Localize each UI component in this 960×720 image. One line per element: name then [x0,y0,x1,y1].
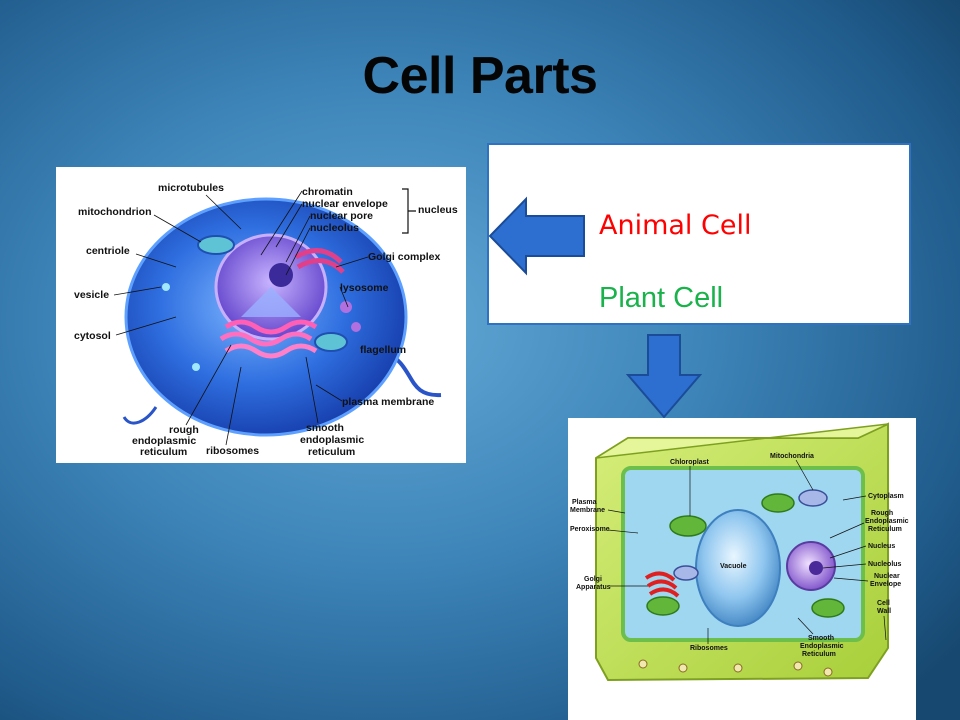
label-cellwall-2: Wall [877,608,891,615]
label-smooth-3: reticulum [308,446,355,458]
animal-cell-label[interactable]: Animal Cell [599,210,752,241]
slide-title: Cell Parts [362,47,598,105]
animal-cell-illustration: microtubules mitochondrion centriole ves… [74,182,458,458]
label-nuclear-envelope: nuclear envelope [302,198,388,210]
label-microtubules: microtubules [158,182,224,194]
label-rough-2: endoplasmic [132,435,196,447]
label-plasma-membrane: plasma membrane [342,396,434,408]
label-plasma-1: Plasma [572,499,597,506]
label-nuclear-2: Envelope [870,581,901,588]
label-golgi-2: Apparatus [576,584,611,591]
label-smooth-3p: Reticulum [802,651,836,658]
label-nucleolus-p: Nucleolus [868,561,902,568]
down-arrow-icon [626,334,702,419]
label-cellwall-1: Cell [877,600,890,607]
label-smooth-1p: Smooth [808,635,834,642]
label-lysosome: lysosome [340,282,389,294]
label-rough-2p: Endoplasmic [865,518,909,525]
label-nuclear-1: Nuclear [874,573,900,580]
label-chromatin: chromatin [302,186,353,198]
label-plasma-2: Membrane [570,507,605,514]
label-ribosomes: ribosomes [206,445,259,457]
label-nucleus-p: Nucleus [868,543,895,550]
label-mitochondria: Mitochondria [770,453,814,460]
animal-cell-diagram: microtubules mitochondrion centriole ves… [56,167,466,463]
plant-cell-illustration: Chloroplast Mitochondria Cytoplasm Rough… [570,422,909,682]
label-smooth-1: smooth [306,422,344,434]
label-centriole: centriole [86,245,130,257]
plant-cell-diagram: Chloroplast Mitochondria Cytoplasm Rough… [568,418,916,720]
label-rough-3p: Reticulum [868,526,902,533]
label-smooth-2p: Endoplasmic [800,643,844,650]
label-golgi: Golgi complex [368,251,441,263]
label-smooth-2: endoplasmic [300,434,364,446]
label-nucleus: nucleus [418,204,458,216]
label-cytoplasm: Cytoplasm [868,493,904,500]
label-rough-3: reticulum [140,446,187,458]
label-vesicle: vesicle [74,289,109,301]
label-rough-1p: Rough [871,510,893,517]
label-ribosomes-p: Ribosomes [690,645,728,652]
left-arrow-icon [488,196,585,276]
plant-cell-label[interactable]: Plant Cell [599,282,724,314]
label-chloroplast: Chloroplast [670,459,710,466]
label-nuclear-pore: nuclear pore [310,210,373,222]
label-peroxisome: Peroxisome [570,526,610,533]
label-nucleolus: nucleolus [310,222,359,234]
label-rough-1: rough [169,424,199,436]
label-cytosol: cytosol [74,330,111,342]
label-golgi-1: Golgi [584,576,602,583]
label-vacuole: Vacuole [720,563,747,570]
label-mitochondrion: mitochondrion [78,206,152,218]
label-flagellum: flagellum [360,344,406,356]
